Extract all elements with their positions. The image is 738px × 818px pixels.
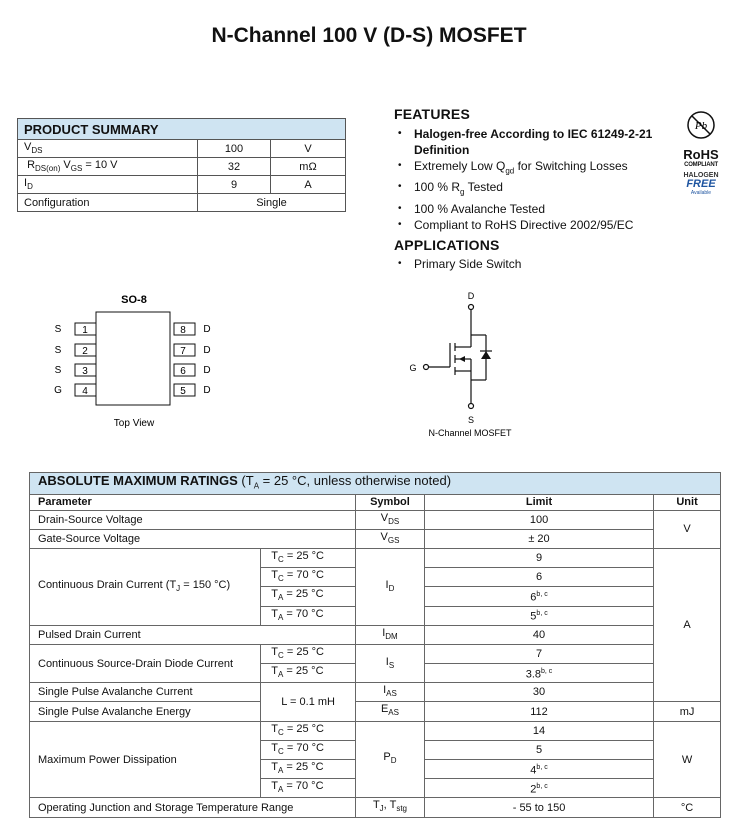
table-header-row: Parameter Symbol Limit Unit xyxy=(29,494,721,511)
pin-box xyxy=(173,343,196,357)
package-name: SO-8 xyxy=(121,294,147,306)
list-item: 100 % Rg Tested xyxy=(394,179,694,200)
table-row: TA = 70 °C 5b, c xyxy=(30,605,721,626)
table-row: Pulsed Drain Current IDM 40 xyxy=(29,624,721,645)
pin-label: D xyxy=(203,385,210,396)
schematic-caption: N-Channel MOSFET xyxy=(428,428,512,438)
pin-box xyxy=(173,383,196,397)
list-item: Primary Side Switch xyxy=(394,256,694,272)
table-row: Single Pulse Avalanche Current L = 0.1 m… xyxy=(28,682,721,722)
table-row: Operating Junction and Storage Temperatu… xyxy=(29,797,721,818)
pin-number: 5 xyxy=(180,386,186,397)
id-label: ID xyxy=(17,175,198,194)
product-summary-table: PRODUCT SUMMARY VDS 100 V RDS(on) VGS = … xyxy=(17,118,346,212)
pb-free-icon: Pb xyxy=(687,111,715,139)
rds-unit: mΩ xyxy=(270,157,346,176)
halogen-text: HALOGEN xyxy=(683,172,719,179)
mosfet-schematic: D G S N-Channel MOSFET xyxy=(409,291,512,438)
pin-number: 8 xyxy=(180,325,186,336)
header-unit: Unit xyxy=(653,494,721,511)
applications-list: Primary Side Switch xyxy=(394,256,694,272)
config-label: Configuration xyxy=(17,193,198,212)
pin-number: 6 xyxy=(180,366,186,377)
pin-label: S xyxy=(55,324,62,335)
pin-box xyxy=(74,322,97,336)
features-heading: FEATURES xyxy=(394,106,471,122)
vds-unit: V xyxy=(270,139,346,158)
header-parameter: Parameter xyxy=(29,494,356,511)
pin-box xyxy=(74,343,97,357)
pin-label: S xyxy=(55,365,62,376)
source-label: S xyxy=(468,415,474,425)
table-row: TC = 70 °C 5 xyxy=(30,739,721,761)
vds-label: VDS xyxy=(17,139,198,158)
header-limit: Limit xyxy=(423,494,655,511)
free-text: FREE xyxy=(686,178,716,190)
config-value: Single xyxy=(197,193,346,212)
vds-value: 100 xyxy=(197,139,271,158)
pin-number: 3 xyxy=(82,366,88,377)
applications-heading: APPLICATIONS xyxy=(394,237,500,253)
gate-label: G xyxy=(409,363,416,373)
rds-label: RDS(on) VGS = 10 V xyxy=(17,157,198,176)
table-row: Continuous Drain Current (TJ = 150 °C) T… xyxy=(28,547,721,703)
id-value: 9 xyxy=(197,175,271,194)
table-row: RDS(on) VGS = 10 V 32 mΩ xyxy=(17,157,346,176)
table-row: ID 9 A xyxy=(17,175,346,194)
list-item: 100 % Avalanche Tested xyxy=(394,201,694,217)
table-row: Single Pulse Avalanche Energy EAS 112 mJ xyxy=(28,701,721,722)
svg-text:Pb: Pb xyxy=(694,120,708,132)
drain-label: D xyxy=(468,291,475,301)
page-title: N-Channel 100 V (D-S) MOSFET xyxy=(211,24,527,47)
table-row: Continuous Source-Drain Diode Current TC… xyxy=(28,643,721,684)
ratings-title: ABSOLUTE MAXIMUM RATINGS (TA = 25 °C, un… xyxy=(29,472,721,495)
table-row: TA = 25 °C 3.8b, c xyxy=(30,663,721,684)
pin-number: 4 xyxy=(82,386,88,397)
pin-label: D xyxy=(203,365,210,376)
pin-box xyxy=(173,363,196,377)
table-row: Maximum Power Dissipation TC = 25 °C PD … xyxy=(28,720,721,799)
package-body xyxy=(95,311,171,406)
pin-label: D xyxy=(203,324,210,335)
list-item: Compliant to RoHS Directive 2002/95/EC xyxy=(394,217,694,233)
so8-package-diagram: SO-8 S S S G 1 2 3 4 8 7 6 5 D D D D Top… xyxy=(54,294,211,429)
list-item: Extremely Low Qgd for Switching Losses xyxy=(394,158,694,179)
pin-number: 2 xyxy=(82,346,88,357)
table-row: Drain-Source Voltage VDS 100 V xyxy=(29,509,721,549)
product-summary-header: PRODUCT SUMMARY xyxy=(17,118,346,140)
pin-box xyxy=(74,363,97,377)
absolute-maximum-ratings-table: ABSOLUTE MAXIMUM RATINGS (TA = 25 °C, un… xyxy=(28,472,721,818)
pin-number: 7 xyxy=(180,346,186,357)
header-symbol: Symbol xyxy=(355,494,425,511)
table-row: VDS 100 V xyxy=(17,139,346,158)
rds-value: 32 xyxy=(197,157,271,176)
pin-number: 1 xyxy=(82,325,88,336)
features-list: Halogen-free According to IEC 61249-2-21… xyxy=(394,126,694,233)
compliant-text: COMPLIANT xyxy=(684,162,718,168)
table-row: TC = 70 °C 6 xyxy=(30,567,721,588)
pin-label: S xyxy=(55,345,62,356)
table-row: TA = 25 °C 4b, c xyxy=(30,759,721,780)
package-caption: Top View xyxy=(114,418,155,429)
table-row: Configuration Single xyxy=(17,193,346,212)
pin-label: G xyxy=(54,385,62,396)
list-item: Halogen-free According to IEC 61249-2-21… xyxy=(394,126,684,158)
pin-label: D xyxy=(203,345,210,356)
pin-box xyxy=(74,383,97,397)
table-row: Gate-Source Voltage VGS ± 20 xyxy=(29,528,721,549)
available-text: Available xyxy=(690,190,712,196)
rohs-text: RoHS xyxy=(683,147,719,162)
rohs-logo: Pb RoHS COMPLIANT HALOGEN FREE Available xyxy=(675,110,727,196)
id-unit: A xyxy=(270,175,346,194)
pin-box xyxy=(173,322,196,336)
